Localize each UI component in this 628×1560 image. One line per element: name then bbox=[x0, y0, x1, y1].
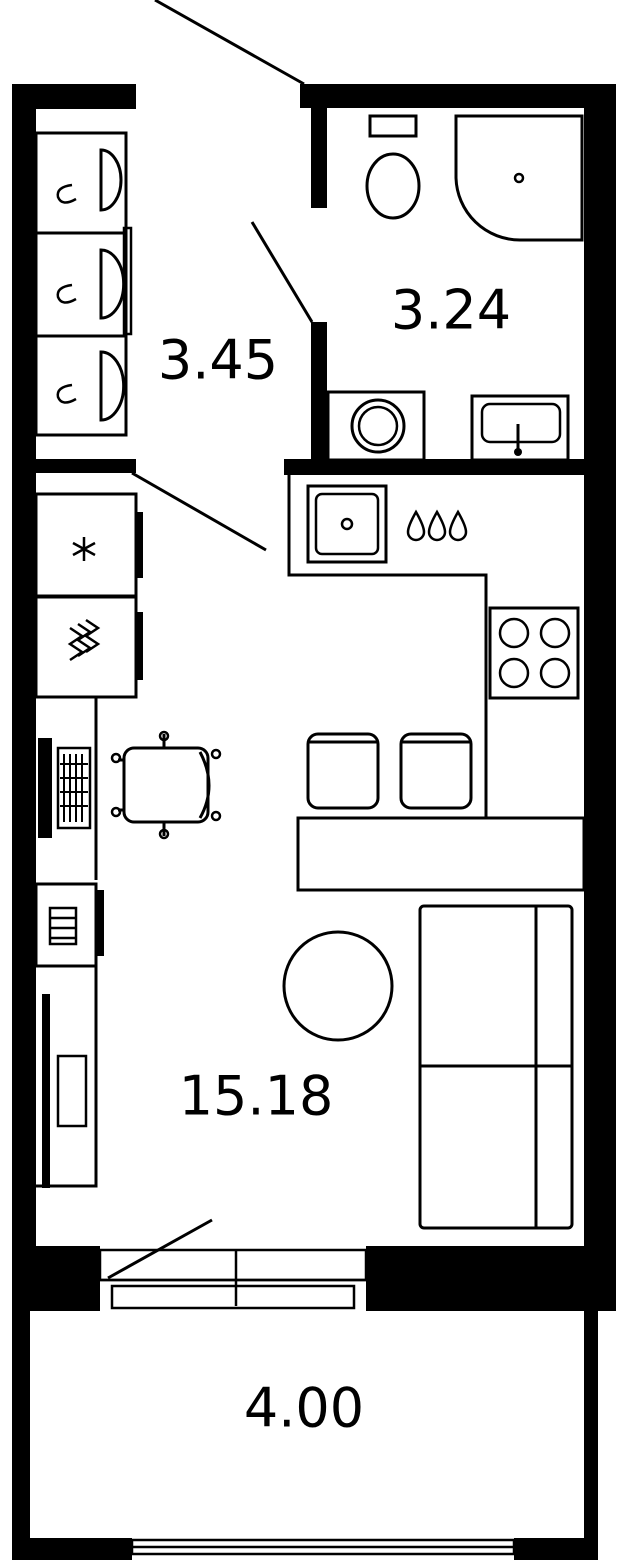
washbasin-icon bbox=[470, 394, 570, 462]
room-area-hallway: 3.45 bbox=[158, 329, 278, 392]
hanger-icon bbox=[56, 350, 126, 422]
round-table-icon bbox=[282, 930, 394, 1042]
heater-icon bbox=[34, 595, 143, 699]
desk-icon bbox=[36, 695, 98, 880]
tv-unit-icon bbox=[36, 964, 98, 1188]
kitchen-counter bbox=[287, 475, 586, 892]
door-icon bbox=[131, 471, 267, 552]
hob-icon bbox=[488, 606, 580, 700]
room-area-balcony: 4.00 bbox=[244, 1377, 364, 1440]
chair-icon bbox=[110, 730, 222, 840]
balcony-railing bbox=[130, 1538, 516, 1556]
water-drops-icon bbox=[406, 509, 468, 542]
window-icon bbox=[98, 1218, 368, 1310]
sink-icon bbox=[306, 484, 388, 564]
hanger-icon bbox=[56, 148, 123, 212]
wardrobe bbox=[34, 131, 133, 437]
stool-icon bbox=[306, 732, 380, 810]
shower-icon bbox=[454, 114, 584, 242]
walls bbox=[12, 84, 616, 1560]
toilet-icon bbox=[365, 114, 421, 220]
stool-icon bbox=[399, 732, 473, 810]
room-area-bathroom: 3.24 bbox=[391, 279, 511, 342]
keyboard-icon bbox=[38, 738, 92, 838]
hanger-icon bbox=[56, 248, 126, 320]
sofa-icon bbox=[418, 904, 574, 1230]
washing-machine-icon bbox=[326, 390, 426, 462]
radiator-icon bbox=[34, 882, 104, 968]
fridge-icon bbox=[34, 492, 143, 598]
door-icon bbox=[154, 0, 305, 86]
door-icon bbox=[250, 221, 314, 323]
room-area-living: 15.18 bbox=[179, 1065, 334, 1128]
